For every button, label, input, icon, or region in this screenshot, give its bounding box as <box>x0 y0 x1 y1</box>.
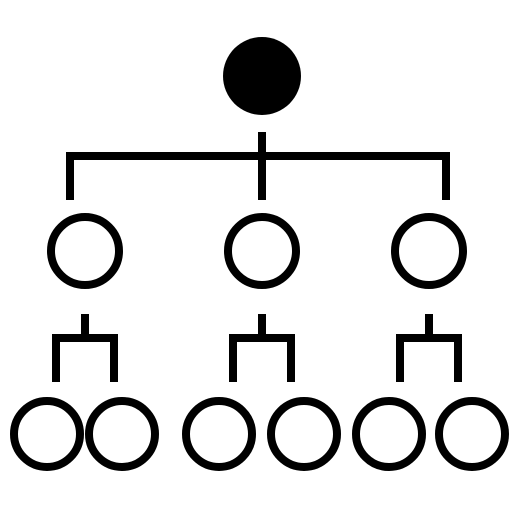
level2-node-1-2 <box>85 397 159 471</box>
level2-node-3-2 <box>435 397 509 471</box>
level1-node-1 <box>47 213 123 289</box>
level2-node-2-1 <box>182 397 256 471</box>
level2-node-2-2 <box>267 397 341 471</box>
level2-node-3-1 <box>352 397 426 471</box>
level2-node-1-1 <box>10 397 84 471</box>
root-node <box>223 37 301 115</box>
level1-node-3 <box>391 213 467 289</box>
level1-node-2 <box>224 213 300 289</box>
